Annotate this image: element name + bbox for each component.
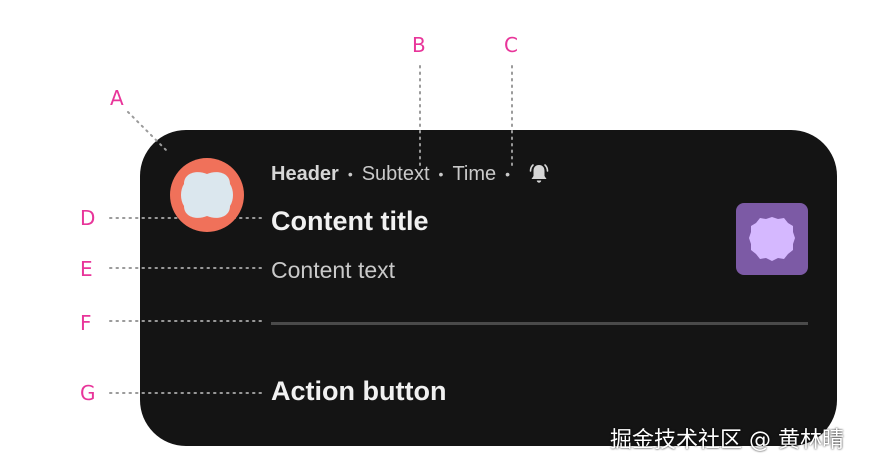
- callout-label-b: B: [412, 33, 426, 57]
- callout-label-a: A: [110, 86, 124, 110]
- callout-label-c: C: [504, 33, 518, 57]
- app-icon[interactable]: [170, 158, 244, 232]
- separator-dot: •: [347, 166, 353, 182]
- callout-label-d: D: [80, 206, 96, 230]
- action-button[interactable]: Action button: [271, 376, 447, 406]
- content-text: Content text: [271, 257, 396, 283]
- callout-label-g: G: [80, 381, 96, 405]
- header-row: Header • Subtext • Time •: [271, 160, 551, 188]
- image-thumbnail-icon: [736, 203, 808, 275]
- content-title: Content title: [271, 206, 429, 236]
- app-icon-shape: [181, 172, 233, 218]
- divider: [271, 322, 808, 325]
- subtext-label: Subtext: [361, 162, 430, 185]
- time-label: Time: [452, 162, 497, 185]
- callout-label-e: E: [80, 257, 93, 281]
- separator-dot: •: [505, 166, 511, 182]
- callout-label-f: F: [80, 311, 92, 335]
- thumbnail-shape: [749, 217, 795, 261]
- notification-card[interactable]: [140, 130, 837, 446]
- leader-line-a: [127, 111, 167, 151]
- watermark: 掘金技术社区 @ 黄林晴: [610, 428, 844, 453]
- separator-dot: •: [438, 166, 444, 182]
- bell-ringing-icon: [527, 162, 551, 186]
- header-label: Header: [271, 162, 339, 185]
